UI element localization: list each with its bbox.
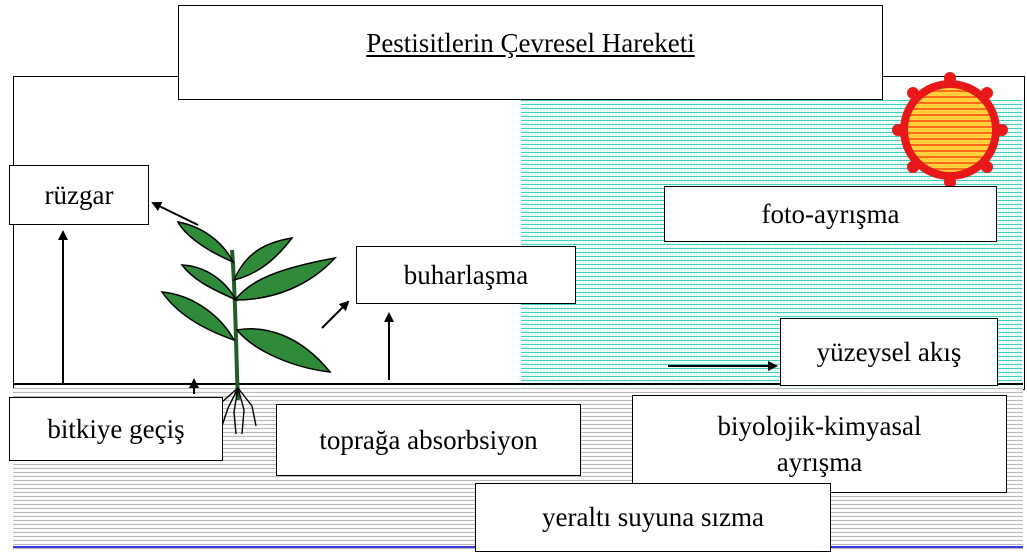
title-text: Pestisitlerin Çevresel Hareketi xyxy=(366,25,694,61)
wind-arrow-diagonal xyxy=(153,203,198,225)
label-plant-uptake: bitkiye geçiş xyxy=(9,397,223,461)
label-plant-uptake-text: bitkiye geçiş xyxy=(47,411,184,447)
label-groundwater-leaching-text: yeraltı suyuna sızma xyxy=(542,499,764,535)
sun-icon xyxy=(892,72,1008,188)
label-soil-absorption-text: toprağa absorbsiyon xyxy=(319,422,537,458)
diagram-title: Pestisitlerin Çevresel Hareketi xyxy=(178,5,883,100)
label-evaporation: buharlaşma xyxy=(356,246,576,304)
label-evaporation-text: buharlaşma xyxy=(404,257,528,293)
evaporation-arrow-diagonal xyxy=(322,302,348,328)
label-biochemical-degradation: biyolojik-kimyasal ayrışma xyxy=(632,395,1007,493)
label-photodegradation-text: foto-ayrışma xyxy=(762,196,900,232)
label-biochemical-line2: ayrışma xyxy=(777,444,862,480)
label-surface-runoff: yüzeysel akış xyxy=(780,318,998,386)
label-groundwater-leaching: yeraltı suyuna sızma xyxy=(475,483,831,552)
label-biochemical-line1: biyolojik-kimyasal xyxy=(718,408,922,444)
label-surface-runoff-text: yüzeysel akış xyxy=(817,334,962,370)
label-soil-absorption: toprağa absorbsiyon xyxy=(276,404,581,476)
label-photodegradation: foto-ayrışma xyxy=(664,186,997,242)
label-wind: rüzgar xyxy=(9,165,149,225)
label-wind-text: rüzgar xyxy=(45,177,114,213)
